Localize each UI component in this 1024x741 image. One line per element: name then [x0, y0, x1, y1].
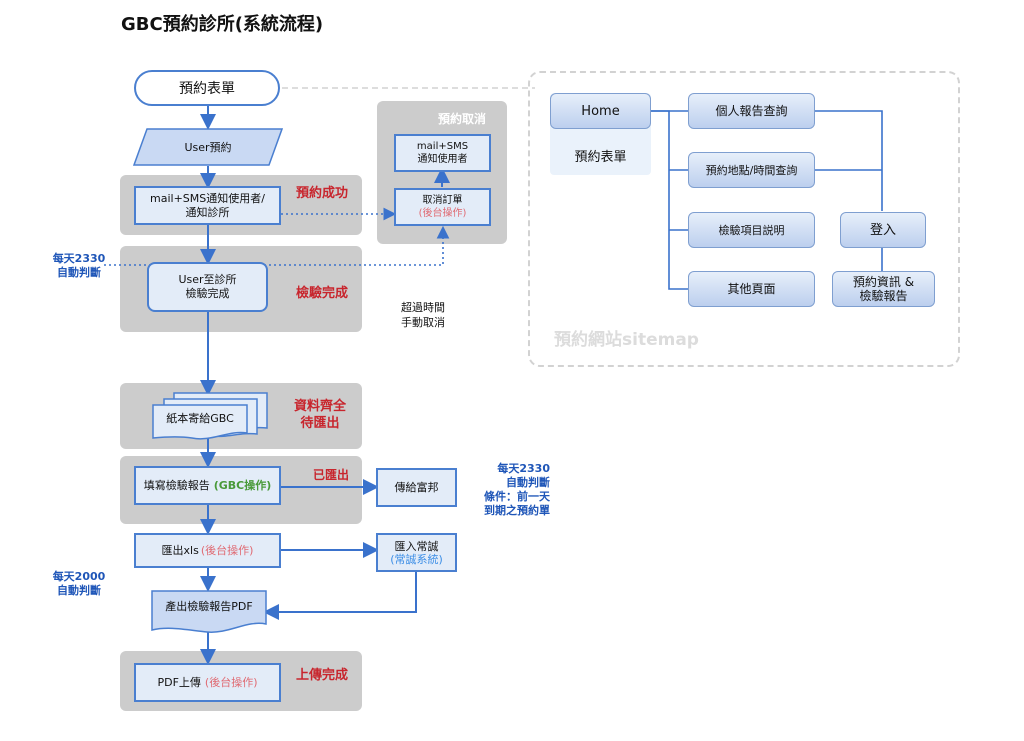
cancel-order-note: (後台操作) — [418, 208, 467, 219]
user-clinic-line-1: User至診所 — [178, 273, 237, 286]
user-booking-label: User預約 — [184, 141, 232, 154]
sitemap-other-pages-label: 其他頁面 — [727, 281, 776, 296]
cond-line-3: 條件：前一天 — [484, 490, 550, 503]
cancel-notify-line-2: 通知使用者 — [417, 154, 468, 165]
overtime-note: 超過時間 手動取消 — [396, 300, 450, 330]
overtime-line-1: 超過時間 — [401, 301, 445, 314]
data-complete-line-2: 待匯出 — [300, 416, 340, 431]
fill-report-process: 填寫檢驗報告 (GBC操作) — [134, 466, 281, 505]
paper-to-gbc-documents: 紙本寄給GBC — [150, 392, 270, 440]
data-complete-line-1: 資料齊全 — [294, 399, 347, 414]
sitemap-booking-info-line-2: 檢驗報告 — [859, 289, 908, 303]
sitemap-home-label: Home — [581, 103, 620, 119]
import-changcheng-label: 匯入常誠 — [394, 539, 439, 553]
sitemap-other-pages-node: 其他頁面 — [688, 271, 815, 307]
sitemap-personal-report-label: 個人報告查詢 — [715, 103, 788, 118]
export-xls-label: 匯出xls — [161, 543, 199, 557]
sitemap-location-time-node: 預約地點/時間查詢 — [688, 152, 815, 188]
page-title: GBC預約診所(系統流程) — [121, 14, 324, 35]
export-xls-note: (後台操作) — [200, 543, 254, 557]
produce-pdf-label: 產出檢驗報告PDF — [165, 600, 253, 613]
cond-line-1: 每天2330 — [497, 462, 550, 475]
upload-done-label: 上傳完成 — [296, 668, 349, 683]
cond-line-2: 自動判斷 — [506, 476, 550, 489]
user-booking-io: User預約 — [133, 128, 283, 166]
cancel-notify-line-1: mail+SMS — [416, 141, 469, 152]
booking-form-label: 預約表單 — [179, 81, 235, 97]
fill-report-note: (GBC操作) — [213, 478, 272, 492]
sitemap-frame — [528, 71, 960, 367]
booking-success-label: 預約成功 — [296, 186, 349, 201]
sitemap-label: 預約網站sitemap — [554, 330, 699, 350]
produce-pdf-document: 產出檢驗報告PDF — [151, 590, 267, 636]
daily-2330-condition-note: 每天2330 自動判斷 條件：前一天 到期之預約單 — [470, 462, 550, 518]
sitemap-exam-items-node: 檢驗項目説明 — [688, 212, 815, 248]
sitemap-home-sub: 預約表單 — [574, 150, 627, 165]
cond-line-4: 到期之預約單 — [484, 504, 550, 517]
user-clinic-line-2: 檢驗完成 — [185, 287, 230, 300]
pdf-upload-process: PDF上傳 (後台操作) — [134, 663, 281, 702]
fill-report-label: 填寫檢驗報告 — [143, 478, 210, 492]
sitemap-home-node: Home — [550, 93, 651, 129]
import-changcheng-note: (常誠系統) — [390, 552, 443, 566]
daily-2330-line-2: 自動判斷 — [57, 266, 101, 279]
sitemap-login-node: 登入 — [840, 212, 926, 248]
notify-line-2: 通知診所 — [185, 205, 230, 219]
notify-line-1: mail+SMS通知使用者/ — [150, 191, 265, 205]
daily-2330-line-1: 每天2330 — [52, 252, 106, 265]
daily-2000-line-2: 自動判斷 — [57, 584, 101, 597]
notify-user-clinic-process: mail+SMS通知使用者/ 通知診所 — [134, 186, 281, 225]
sitemap-location-time-label: 預約地點/時間查詢 — [705, 163, 798, 177]
import-changcheng-process: 匯入常誠 (常誠系統) — [376, 533, 457, 572]
cancel-notify-process: mail+SMS 通知使用者 — [394, 134, 491, 172]
booking-form-terminator: 預約表單 — [134, 70, 280, 106]
pdf-upload-label: PDF上傳 — [157, 675, 201, 689]
daily-2330-note: 每天2330 自動判斷 — [52, 252, 106, 280]
send-fubon-label: 傳給富邦 — [394, 480, 439, 494]
exam-done-label: 檢驗完成 — [296, 286, 349, 301]
sitemap-personal-report-node: 個人報告查詢 — [688, 93, 815, 129]
cancel-order-label: 取消訂單 — [422, 195, 463, 206]
overtime-line-2: 手動取消 — [401, 316, 445, 329]
cancel-header: 預約取消 — [438, 112, 487, 126]
send-fubon-process: 傳給富邦 — [376, 468, 457, 507]
data-complete-label: 資料齊全 待匯出 — [294, 398, 346, 432]
sitemap-exam-items-label: 檢驗項目説明 — [718, 223, 785, 237]
daily-2000-line-1: 每天2000 — [52, 570, 106, 583]
export-xls-process: 匯出xls (後台操作) — [134, 533, 281, 568]
pdf-upload-note: (後台操作) — [204, 675, 258, 689]
exported-label: 已匯出 — [313, 468, 350, 482]
cancel-order-process: 取消訂單 (後台操作) — [394, 188, 491, 226]
daily-2000-note: 每天2000 自動判斷 — [52, 570, 106, 598]
sitemap-booking-info-line-1: 預約資訊 & — [852, 275, 915, 289]
sitemap-login-label: 登入 — [869, 222, 896, 238]
paper-to-gbc-label: 紙本寄給GBC — [166, 412, 234, 425]
user-clinic-process: User至診所 檢驗完成 — [147, 262, 268, 312]
sitemap-booking-info-node: 預約資訊 & 檢驗報告 — [832, 271, 935, 307]
